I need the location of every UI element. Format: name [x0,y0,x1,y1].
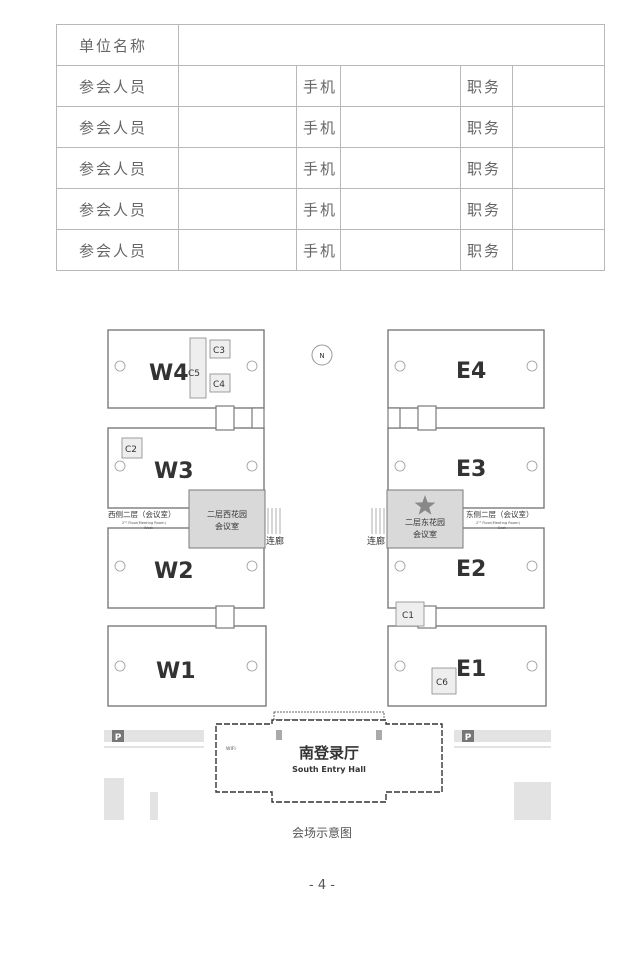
room-c3-box [209,339,231,359]
position-field[interactable] [511,106,606,148]
attendee-row: 参会人员 手机 职务 [56,147,606,189]
entry-hatch [273,711,385,721]
room-c4-box [209,373,231,393]
west-garden-line2: 会议室 [215,521,239,531]
unit-name-label: 单位名称 [56,24,179,66]
attendee-name-field[interactable] [178,147,297,189]
attendee-row: 参会人员 手机 职务 [56,65,606,107]
hall-w1-label: W1 [156,659,196,684]
phone-field[interactable] [340,229,461,271]
attendee-name-field[interactable] [178,188,297,230]
position-field[interactable] [511,147,606,189]
west-corridor-label: 连廊 [266,535,284,547]
west-meeting-label: 西侧二层（会议室） [108,509,176,519]
east-corridor-label: 连廊 [367,535,385,547]
unit-row: 单位名称 [56,24,606,66]
phone-label: 手机 [296,229,341,271]
west-garden-room [188,489,266,549]
entry-hall-en: South Entry Hall [292,765,366,774]
east-garden-line2: 会议室 [413,529,437,539]
west-parking-sign [112,730,124,742]
wifi-label: WIFI [226,746,236,752]
unit-name-field[interactable] [177,24,606,66]
page-number: - 4 - [309,878,335,893]
west-garden-line1: 二层西花园 [207,509,247,519]
phone-field[interactable] [340,147,461,189]
position-label: 职务 [460,147,513,189]
position-label: 职务 [460,188,513,230]
east-parking-sign [462,730,474,742]
west-meeting-en: 2ⁿᵈ Floor(Meeting Room) [122,521,167,525]
attendee-label: 参会人员 [56,106,179,148]
room-c1-box [395,601,425,627]
position-field[interactable] [511,229,606,271]
attendee-name-field[interactable] [178,65,297,107]
attendee-row: 参会人员 手机 职务 [56,106,606,148]
hall-e1-block [387,625,547,707]
compass-label: N [319,352,324,360]
map-caption: 会场示意图 [291,826,352,840]
room-c4-label: C4 [213,380,225,390]
position-field[interactable] [511,188,606,230]
hall-w4-label: W4 [149,361,189,386]
c5-strip [189,337,207,399]
hall-e4-block [387,329,545,409]
entry-hall-cn: 南登录厅 [299,744,359,762]
phone-label: 手机 [296,188,341,230]
venue-map: 二层西花园 会议室 二层东花园 会议室 西侧二层（会议室） 2ⁿᵈ Floor(… [104,322,551,822]
position-label: 职务 [460,106,513,148]
attendee-label: 参会人员 [56,147,179,189]
room-c5-label: C5 [188,369,200,379]
attendee-form-table: 单位名称 参会人员 手机 职务 参会人员 手机 职务 参会人员 手机 职务 参会… [56,24,606,271]
west-meeting-side: West [144,526,153,530]
east-garden-line1: 二层东花园 [405,517,445,527]
west-parking-label: P [115,733,122,743]
east-meeting-side: East [498,526,506,530]
hall-e2-label: E2 [456,557,486,582]
attendee-name-field[interactable] [178,229,297,271]
attendee-label: 参会人员 [56,188,179,230]
room-c2-box [121,437,143,459]
phone-label: 手机 [296,147,341,189]
attendee-row: 参会人员 手机 职务 [56,229,606,271]
position-field[interactable] [511,65,606,107]
compass-icon [311,344,333,366]
star-icon [414,495,436,515]
phone-field[interactable] [340,65,461,107]
phone-label: 手机 [296,106,341,148]
hall-w4-block [107,329,265,409]
attendee-name-field[interactable] [178,106,297,148]
east-meeting-label: 东侧二层（会议室） [466,509,534,519]
hall-e3-label: E3 [456,457,486,482]
east-parking-label: P [465,733,472,743]
room-c3-label: C3 [213,346,225,356]
attendee-label: 参会人员 [56,65,179,107]
phone-field[interactable] [340,188,461,230]
east-meeting-en: 2ⁿᵈ Floor(Meeting Room) [476,521,521,525]
east-parking-area [454,730,551,742]
room-c2-label: C2 [125,445,137,455]
phone-label: 手机 [296,65,341,107]
position-label: 职务 [460,229,513,271]
west-parking-area [104,730,204,742]
hall-e1-label: E1 [456,657,486,682]
attendee-row: 参会人员 手机 职务 [56,188,606,230]
attendee-label: 参会人员 [56,229,179,271]
room-c6-box [431,667,457,695]
room-c6-label: C6 [436,678,448,688]
position-label: 职务 [460,65,513,107]
room-c1-label: C1 [402,611,414,621]
hall-e4-label: E4 [456,359,486,384]
hall-w1-block [107,625,267,707]
phone-field[interactable] [340,106,461,148]
hall-w2-label: W2 [154,559,194,584]
hall-w3-label: W3 [154,459,194,484]
entry-hall-outline [215,719,443,803]
